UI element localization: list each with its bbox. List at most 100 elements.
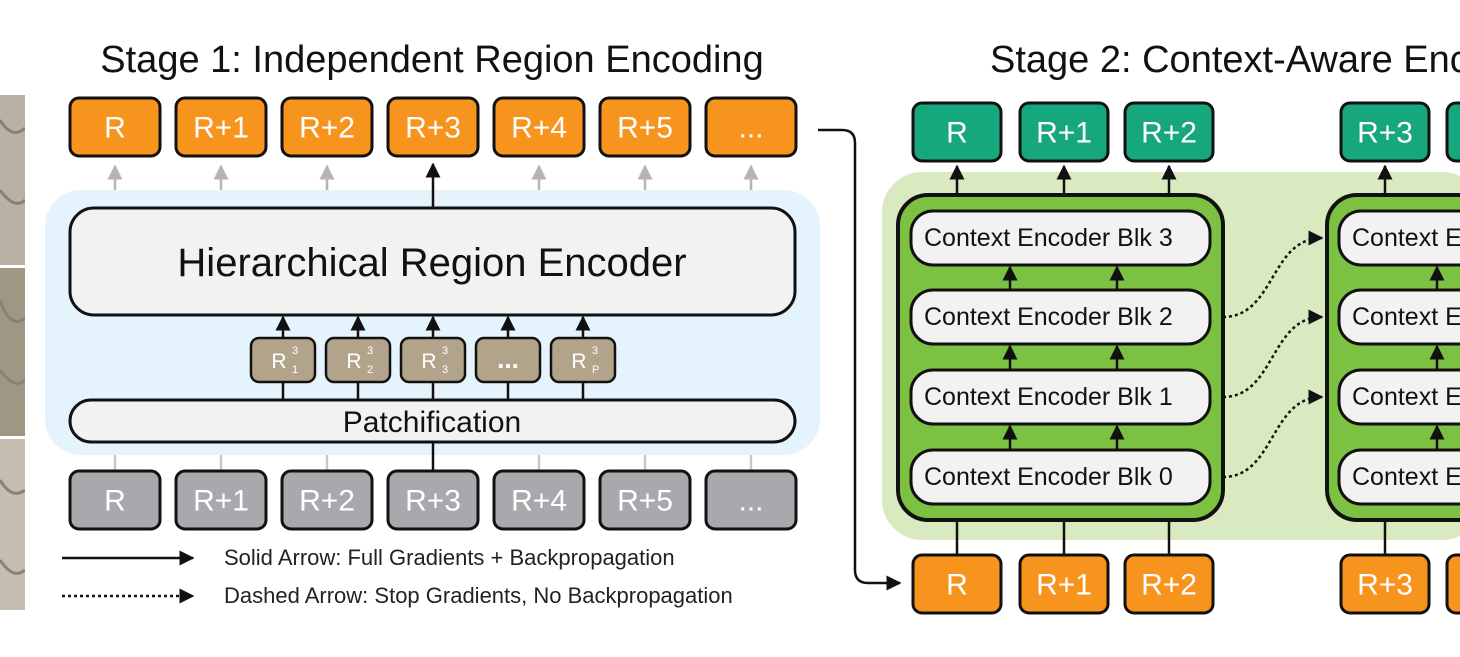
group2-block-label: Context E: [1352, 383, 1460, 411]
stage2-group2-output-0-rect: [1339, 101, 1431, 163]
stage2-group2-output-cropped: [1445, 101, 1460, 163]
subregion-token-sup: 3: [592, 345, 598, 357]
stage2-group1-input-2-rect: [1123, 553, 1215, 615]
stage1-output-1-label: R+1: [193, 112, 249, 145]
stage1-input-2: R+2: [280, 469, 374, 531]
stage1-input-5-label: R+5: [617, 485, 673, 518]
stage2-group1-output-1-rect: [1018, 101, 1110, 163]
subregion-token-main: R: [346, 350, 361, 373]
stage1-output-3-rect: [386, 96, 480, 158]
stage2-group1-input-1-label: R+1: [1036, 569, 1092, 602]
stage2-group2-input-0-label: R+3: [1357, 569, 1413, 602]
stage1-input-5: R+5: [598, 469, 692, 531]
stage1-output-2: R+2: [280, 96, 374, 158]
stage1-input-3: R+3: [386, 469, 480, 531]
stage1-input-3-rect: [386, 469, 480, 531]
legend-solid-label: Solid Arrow: Full Gradients + Backpropag…: [224, 545, 675, 570]
stop-gradient-arrow-2: [1222, 230, 1324, 319]
group2-block-label: Context E: [1352, 463, 1460, 491]
group2-block-rect: [1337, 368, 1460, 426]
stage1-output-2-label: R+2: [299, 112, 355, 145]
stage2-title: Stage 2: Context-Aware Enc: [990, 39, 1460, 81]
subregion-token-rect: [474, 336, 542, 384]
stage1-output-4-label: R+4: [511, 112, 567, 145]
group1-block-0: Context Encoder Blk 3: [909, 209, 1212, 267]
stage1-output-5-label: R+5: [617, 112, 673, 145]
group1-block-3: Context Encoder Blk 0: [909, 448, 1212, 506]
subregion-token-rect: [249, 336, 317, 384]
stage1-output-arrows: [107, 162, 759, 208]
group1-block-rect: [909, 209, 1212, 267]
stage2-group1-output-1: R+1: [1018, 101, 1110, 163]
stage1-input-4-label: R+4: [511, 485, 567, 518]
context-encoder-group-2: [1325, 193, 1460, 522]
group2-block-label: Context E: [1352, 303, 1460, 331]
stop-gradient-arrow-0: [1222, 389, 1324, 479]
stage1-input-0-label: R: [104, 485, 126, 518]
stage1-input-5-rect: [598, 469, 692, 531]
group1-block-label: Context Encoder Blk 1: [924, 383, 1173, 411]
stage1-output-3: R+3: [386, 96, 480, 158]
group2-block-2: Context E: [1337, 368, 1460, 426]
stage-connector-arrow: [818, 128, 902, 591]
stage2-group1-output-0: R: [911, 101, 1003, 163]
stage2-group1-input-0-rect: [911, 553, 1003, 615]
stage1-input-6-rect: [704, 469, 798, 531]
stage2-group1-outputs: R R+1 R+2: [911, 101, 1215, 195]
stage1-output-2-rect: [280, 96, 374, 158]
subregion-token-sub: 3: [442, 364, 448, 376]
stage1-output-4-rect: [492, 96, 586, 158]
stage2-group1-output-2: R+2: [1123, 101, 1215, 163]
subregion-token-sub: 1: [292, 364, 298, 376]
stage2-group2-input-0: R+3: [1339, 553, 1431, 615]
group2-block-1: Context E: [1337, 288, 1460, 346]
aerial-image-strip: [0, 95, 25, 610]
group2-block-rect: [1337, 288, 1460, 346]
subregion-token-main: R: [571, 350, 586, 373]
stage2-group1-output-0-rect: [911, 101, 1003, 163]
hierarchical-region-encoder-label: Hierarchical Region Encoder: [177, 241, 686, 285]
subregion-token-sup: 3: [367, 345, 373, 357]
subregion-token-sub: 2: [367, 364, 373, 376]
stage1-input-4: R+4: [492, 469, 586, 531]
stage1-input-0: R: [68, 469, 162, 531]
stage1-output-0-rect: [68, 96, 162, 158]
stage1-title: Stage 1: Independent Region Encoding: [100, 39, 763, 81]
stage1-output-4: R+4: [492, 96, 586, 158]
group2-block-rect: [1337, 209, 1460, 267]
stage1-input-0-rect: [68, 469, 162, 531]
stage1-input-1: R+1: [174, 469, 268, 531]
stage1-output-6-label: ...: [738, 112, 763, 145]
group1-block-1: Context Encoder Blk 2: [909, 288, 1212, 346]
stage2-group1-output-2-label: R+2: [1141, 117, 1197, 150]
group2-block-stack: Context E Context E Context E Context E: [1337, 209, 1460, 506]
stage2-group2-input-0-rect: [1339, 553, 1431, 615]
group2-block-label: Context E: [1352, 224, 1460, 252]
group1-block-rect: [909, 368, 1212, 426]
stage1-output-5: R+5: [598, 96, 692, 158]
stage1-input-3-label: R+3: [405, 485, 461, 518]
stage2-group1-output-1-label: R+1: [1036, 117, 1092, 150]
stage2-group1-input-0-label: R: [946, 569, 968, 602]
stage2-group2-output-0: R+3: [1339, 101, 1431, 163]
stage1-output-3-label: R+3: [405, 112, 461, 145]
context-encoder-group-1: [896, 193, 1225, 522]
stage1-output-6-rect: [704, 96, 798, 158]
group1-block-2: Context Encoder Blk 1: [909, 368, 1212, 426]
stage1-output-5-rect: [598, 96, 692, 158]
stage2-group2-output-0-label: R+3: [1357, 117, 1413, 150]
stage2-group1-input-0: R: [911, 553, 1003, 615]
subregion-token-rect: [324, 336, 392, 384]
stop-gradient-arrows: [1222, 230, 1324, 479]
stage2-group2-inputs: R+3: [1339, 520, 1460, 615]
stage2-group1-input-1-rect: [1018, 553, 1110, 615]
group1-block-label: Context Encoder Blk 2: [924, 303, 1173, 331]
stage2-group2-input-cropped: [1445, 553, 1460, 615]
stage2-group1-output-2-rect: [1123, 101, 1215, 163]
